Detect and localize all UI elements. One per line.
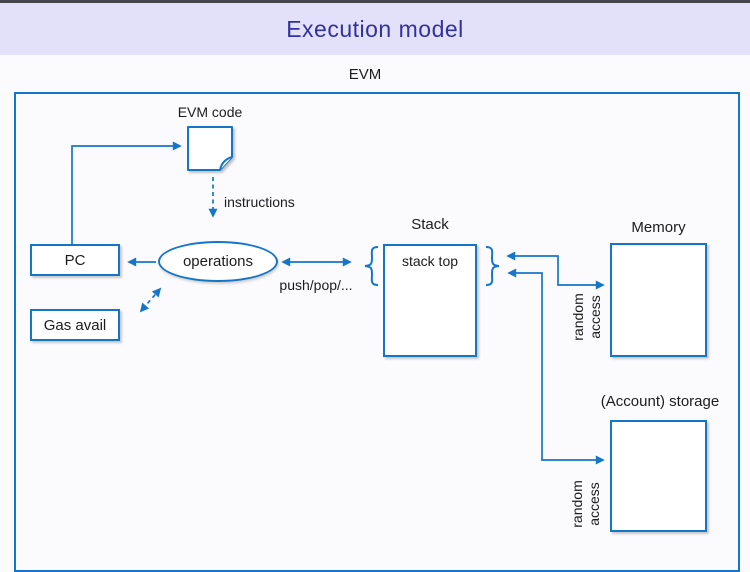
stack-top-label: stack top [401,253,459,269]
memory-node [610,243,707,357]
pc-label: PC [64,251,86,269]
push-pop-label: push/pop/... [279,277,353,293]
memory-random-access-label: random access [570,289,606,345]
operations-label: operations [182,253,254,270]
pc-node: PC [30,244,120,276]
gas-avail-node: Gas avail [30,309,120,341]
storage-title: (Account) storage [600,393,720,410]
storage-access-word-2: access [586,482,602,526]
evm-code-document-icon [187,126,233,171]
window-top-bar [0,0,750,3]
storage-random-access-label: random access [569,476,605,532]
operations-node: operations [158,241,278,282]
memory-access-word-2: access [587,295,603,339]
storage-access-word-1: random [569,480,585,528]
stack-title: Stack [411,216,449,233]
page-title: Execution model [286,15,464,42]
stack-node: stack top [383,244,477,357]
instructions-label: instructions [224,194,295,210]
gas-avail-label: Gas avail [43,316,107,334]
title-bar: Execution model [0,3,750,55]
storage-node [610,420,707,532]
memory-access-word-1: random [570,293,586,341]
evm-container-label: EVM [348,66,382,83]
memory-title: Memory [631,219,686,236]
evm-code-label: EVM code [177,104,243,120]
